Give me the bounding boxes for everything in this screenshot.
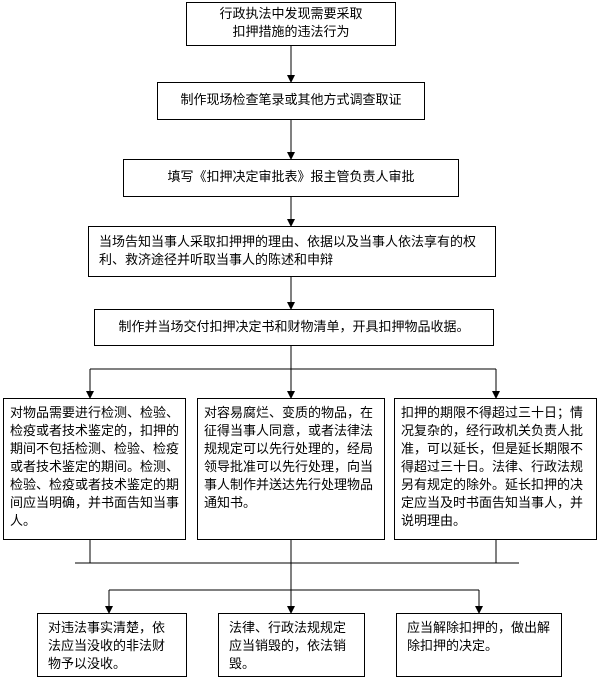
step-2-text: 制作现场检查笔录或其他方式调查取证 bbox=[180, 93, 402, 108]
branch-2-box: 对容易腐烂、变质的物品，在征得当事人同意，或者法律法规规定可以先行处理的，经局领… bbox=[197, 398, 385, 540]
branch-3-box: 扣押的期限不得超过三十日；情况复杂的，经行政机关负责人批准，可以延长，但是延长期… bbox=[394, 398, 597, 540]
branch-1-box: 对物品需要进行检测、检验、检疫或者技术鉴定的，扣押的期间不包括检测、检验、检疫或… bbox=[3, 398, 186, 540]
outcome-3-box: 应当解除扣押的，做出解除扣押的决定。 bbox=[396, 613, 562, 677]
step-3-box: 填写《扣押决定审批表》报主管负责人审批 bbox=[123, 159, 459, 197]
outcome-1-box: 对违法事实清楚，依法应当没收的非法财物予以没收。 bbox=[37, 613, 187, 677]
outcome-2-text: 法律、行政法规规定应当销毁的，依法销毁。 bbox=[229, 621, 347, 672]
step-5-text: 制作并当场交付扣押决定书和财物清单，开具扣押物品收据。 bbox=[118, 319, 470, 335]
step-3-text: 填写《扣押决定审批表》报主管负责人审批 bbox=[167, 170, 415, 185]
step-2-box: 制作现场检查笔录或其他方式调查取证 bbox=[157, 82, 425, 120]
step-4-box: 当场告知当事人采取扣押押的理由、依据以及当事人依法享有的权利、救济途径并听取当事… bbox=[88, 226, 496, 277]
branch-1-text: 对物品需要进行检测、检验、检疫或者技术鉴定的，扣押的期间不包括检测、检验、检疫或… bbox=[10, 406, 180, 529]
branch-3-text: 扣押的期限不得超过三十日；情况复杂的，经行政机关负责人批准，可以延长，但是延长期… bbox=[401, 406, 584, 529]
outcome-3-text: 应当解除扣押的，做出解除扣押的决定。 bbox=[407, 621, 551, 654]
step-4-text: 当场告知当事人采取扣押押的理由、依据以及当事人依法享有的权利、救济途径并听取当事… bbox=[99, 234, 477, 268]
outcome-1-text: 对违法事实清楚，依法应当没收的非法财物予以没收。 bbox=[48, 621, 166, 672]
outcome-2-box: 法律、行政法规规定应当销毁的，依法销毁。 bbox=[218, 613, 365, 677]
step-1-box: 行政执法中发现需要采取扣押措施的违法行为 bbox=[186, 2, 396, 46]
branch-2-text: 对容易腐烂、变质的物品，在征得当事人同意，或者法律法规规定可以先行处理的，经局领… bbox=[204, 406, 374, 511]
step-5-box: 制作并当场交付扣押决定书和财物清单，开具扣押物品收据。 bbox=[94, 309, 494, 346]
step-1-text: 行政执法中发现需要采取扣押措施的违法行为 bbox=[219, 7, 363, 40]
